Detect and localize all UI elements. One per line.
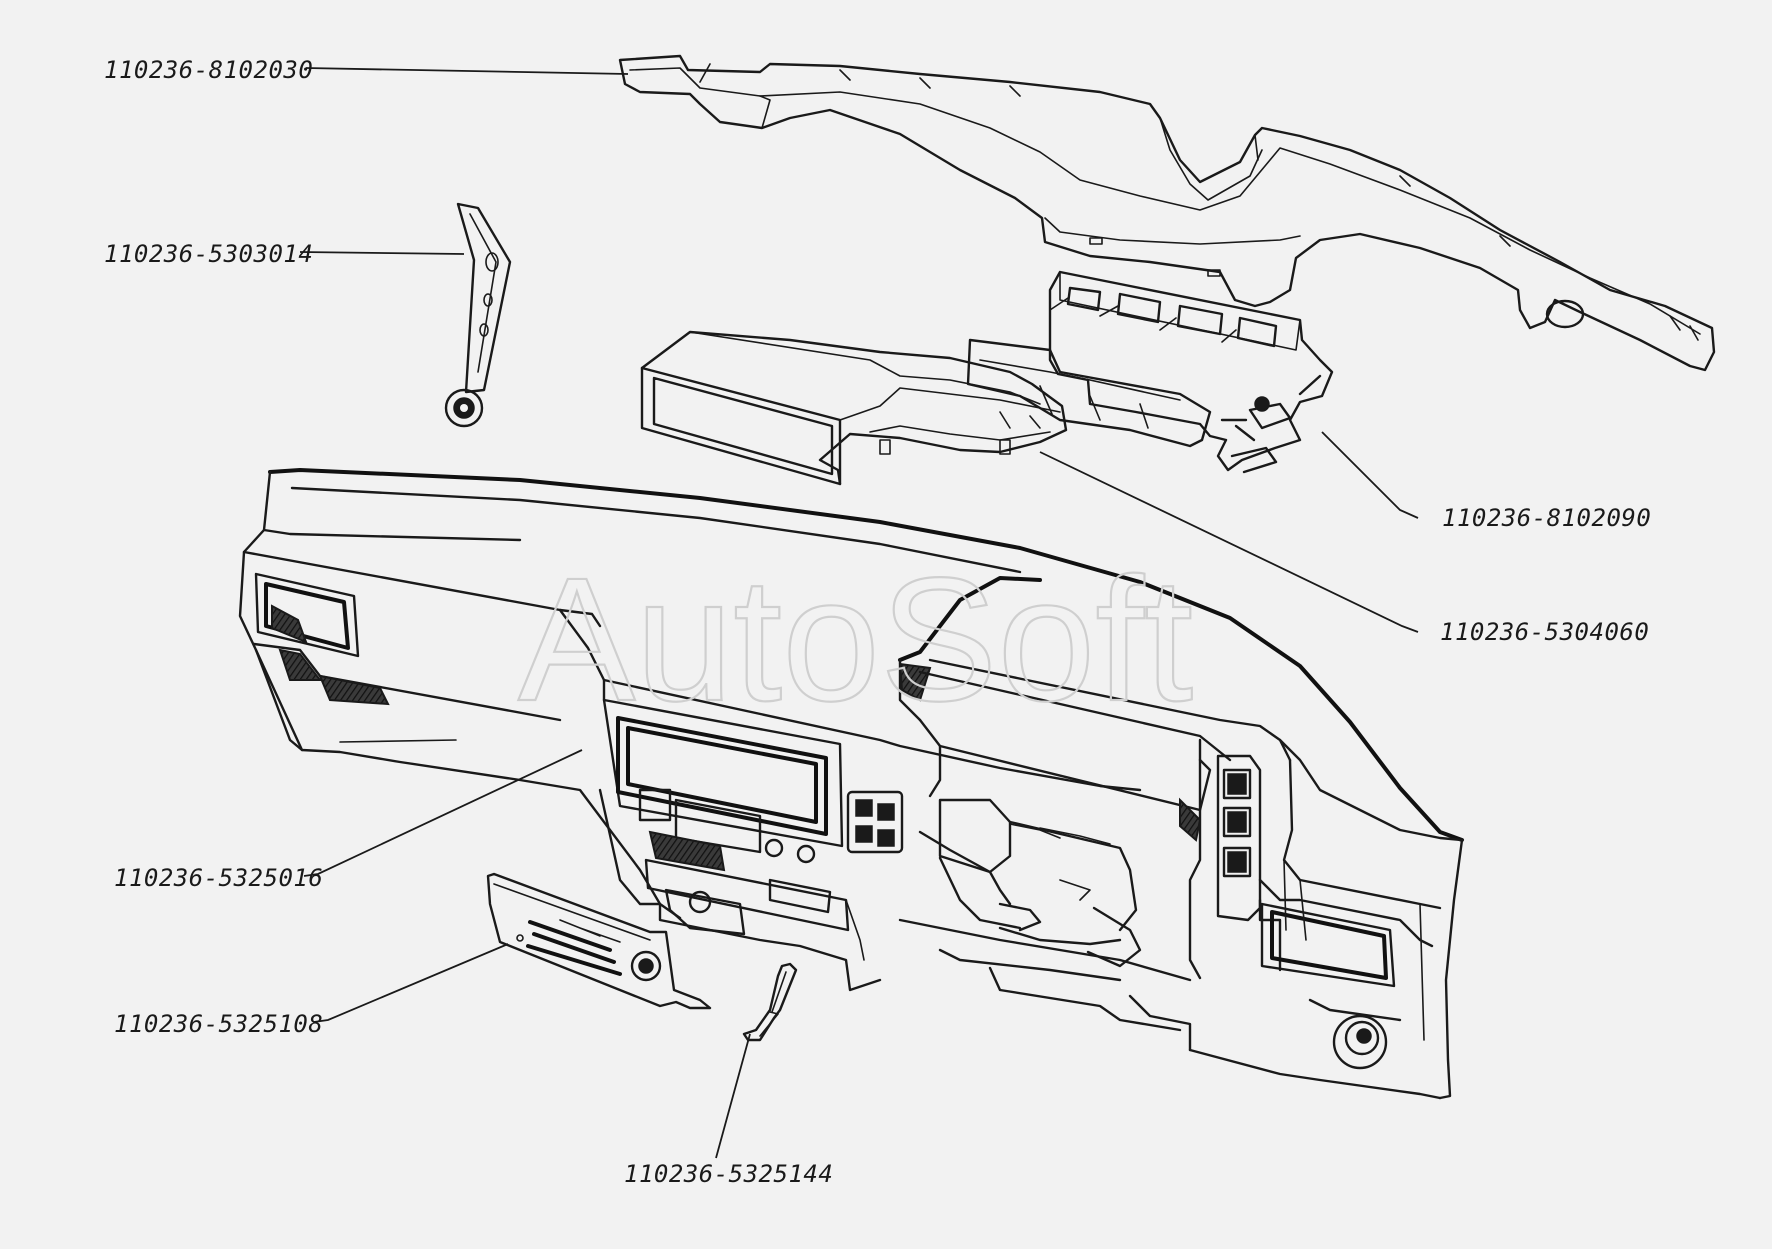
bracket-part bbox=[444, 202, 512, 428]
leader-bracket bbox=[299, 251, 465, 255]
label-instrument-panel: 110236-5325016 bbox=[114, 864, 323, 892]
label-glovebox-duct: 110236-5304060 bbox=[1440, 618, 1649, 646]
air-duct-part bbox=[618, 54, 1716, 372]
label-bracket: 110236-5303014 bbox=[104, 240, 313, 268]
small-bracket-part bbox=[742, 962, 798, 1042]
label-cover-panel: 110236-5325108 bbox=[114, 1010, 323, 1038]
label-heater-nozzle-block: 110236-8102090 bbox=[1442, 504, 1651, 532]
watermark: AutoSoft bbox=[518, 542, 1193, 738]
leader-instrument-panel bbox=[303, 749, 583, 877]
heater-nozzle-block-part bbox=[966, 270, 1334, 474]
leader-lines bbox=[299, 67, 1419, 1159]
instrument-panel-part bbox=[238, 468, 1464, 1100]
cover-panel-part bbox=[486, 872, 712, 1010]
leader-glovebox-duct bbox=[1039, 451, 1419, 633]
glovebox-duct-part bbox=[640, 330, 1068, 486]
leader-small-bracket bbox=[715, 1033, 751, 1159]
label-air-duct: 110236-8102030 bbox=[104, 56, 313, 84]
leader-air-duct bbox=[305, 67, 629, 75]
leader-cover-panel bbox=[313, 943, 509, 1023]
leader-heater-nozzle-block bbox=[1321, 431, 1419, 519]
label-small-bracket: 110236-5325144 bbox=[624, 1160, 833, 1188]
